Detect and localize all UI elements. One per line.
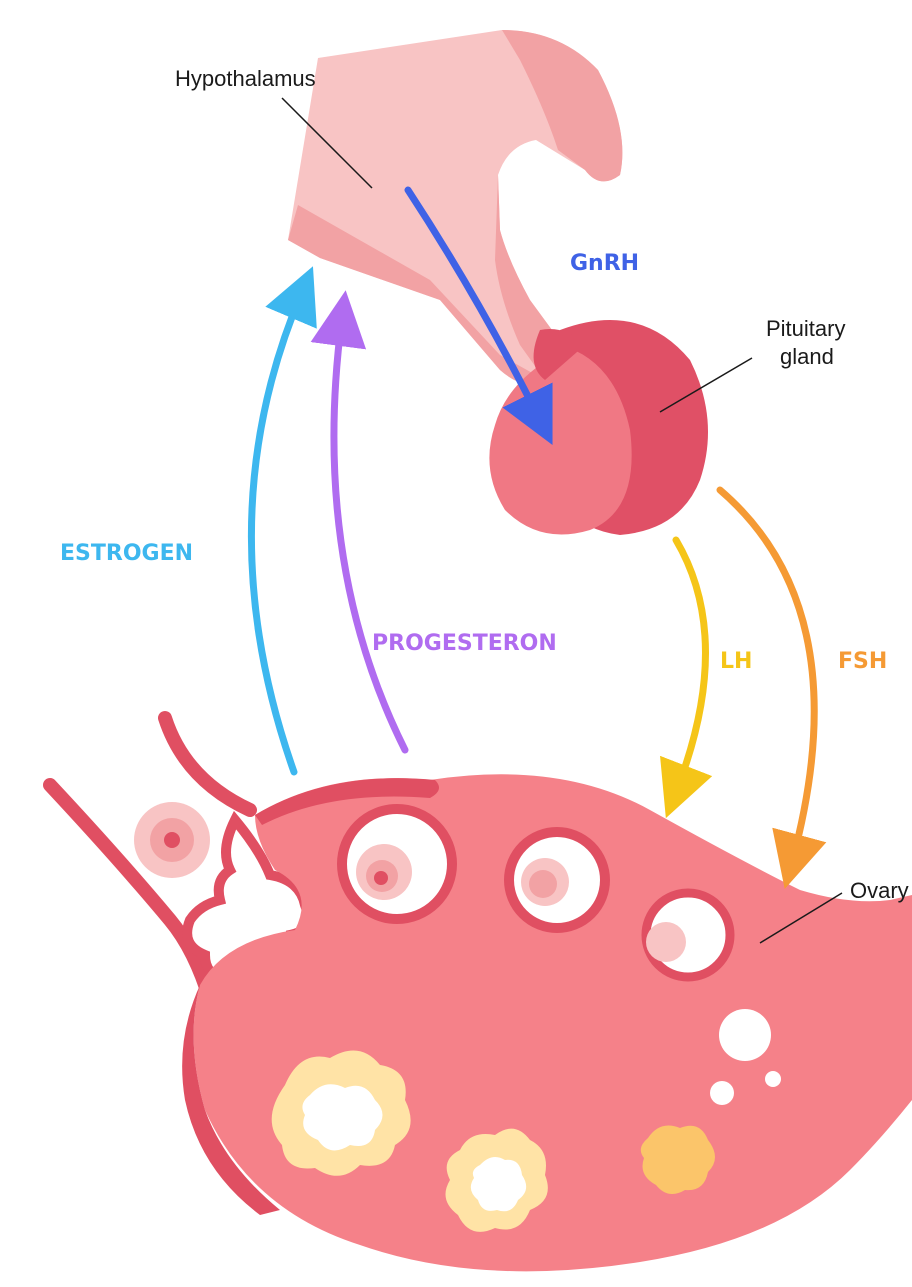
estrogen-label: ESTROGEN: [60, 541, 193, 566]
ovary-label: Ovary: [850, 878, 909, 903]
gnrh-label: GnRH: [570, 251, 639, 276]
progesteron-arrow: [334, 318, 405, 750]
pituitary-label-line1: Pituitary: [766, 316, 845, 341]
fsh-arrow: [720, 490, 814, 862]
fsh-label: FSH: [838, 649, 887, 674]
progesteron-label: PROGESTERON: [372, 631, 557, 656]
estrogen-arrow: [251, 292, 302, 772]
ovary-shape: [50, 718, 912, 1271]
pituitary-label-line2: gland: [780, 344, 834, 369]
lh-arrow: [676, 540, 706, 792]
lh-label: LH: [720, 649, 752, 674]
hypothalamus-label: Hypothalamus: [175, 66, 316, 91]
